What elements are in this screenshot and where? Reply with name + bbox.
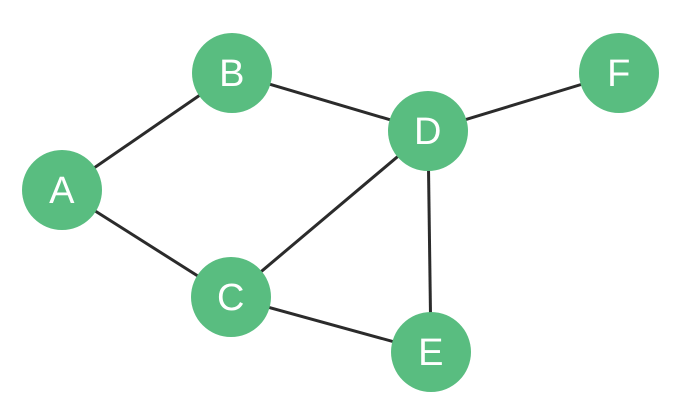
graph-node-circle-e[interactable] (391, 312, 471, 392)
graph-node-d[interactable]: D (388, 91, 468, 171)
edges-layer (61, 71, 620, 354)
graph-node-circle-d[interactable] (388, 91, 468, 171)
graph-node-b[interactable]: B (192, 33, 272, 113)
graph-node-label-d: D (414, 111, 442, 153)
graph-node-f[interactable]: F (579, 33, 659, 113)
graph-node-circle-c[interactable] (191, 257, 271, 337)
graph-node-label-b: B (219, 53, 245, 95)
nodes-layer: A B C D E F (22, 33, 659, 392)
graph-node-circle-b[interactable] (192, 33, 272, 113)
graph-node-label-a: A (49, 170, 75, 212)
graph-node-label-e: E (418, 332, 444, 374)
graph-node-c[interactable]: C (191, 257, 271, 337)
graph-edge-c-d (230, 129, 429, 299)
graph-node-circle-f[interactable] (579, 33, 659, 113)
graph-node-circle-a[interactable] (22, 150, 102, 230)
graph-node-a[interactable]: A (22, 150, 102, 230)
graph-node-e[interactable]: E (391, 312, 471, 392)
graph-node-label-c: C (217, 277, 245, 319)
graph-node-label-f: F (607, 53, 631, 95)
